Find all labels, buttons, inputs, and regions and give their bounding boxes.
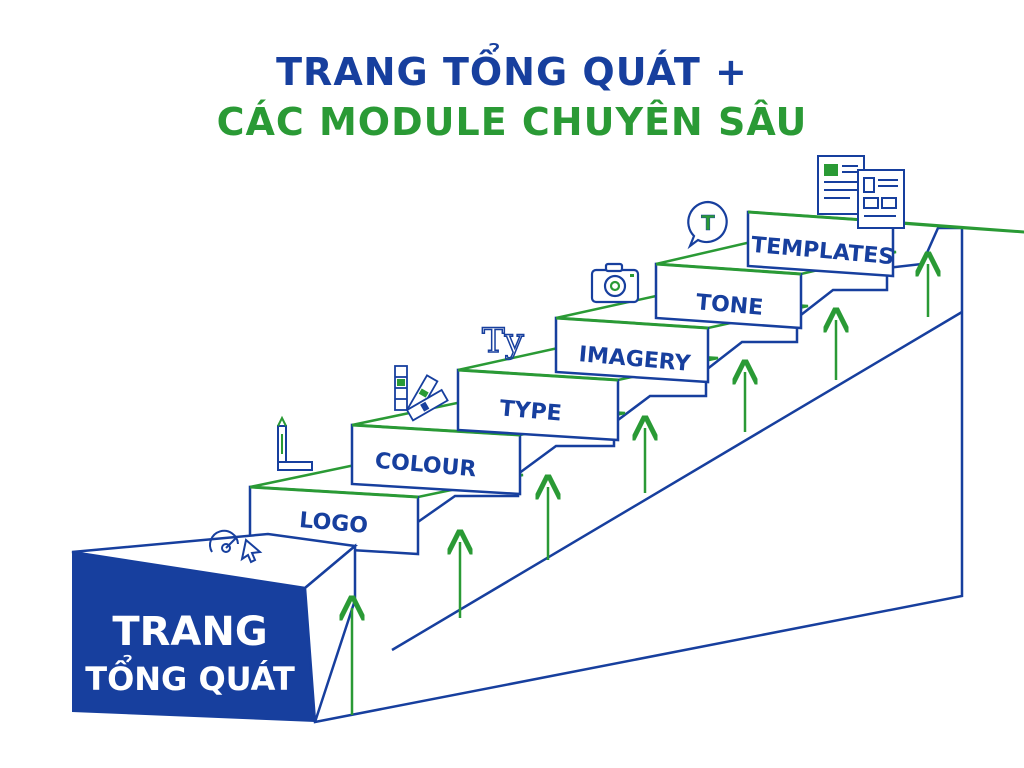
logo-pen-icon bbox=[277, 415, 313, 471]
step-edge bbox=[249, 485, 419, 499]
step-edge bbox=[457, 368, 619, 382]
document-templates-icon bbox=[817, 155, 905, 229]
typography-icon: Ty bbox=[481, 320, 525, 362]
step-label-type: TYPE bbox=[499, 396, 563, 426]
tone-glyph: T bbox=[701, 211, 715, 235]
step-label-tone: TONE bbox=[695, 290, 764, 321]
swatch-palette-icon bbox=[394, 365, 449, 422]
typography-glyph: Ty bbox=[482, 321, 525, 361]
title-line-1: TRANG TỔNG QUÁT + bbox=[276, 50, 748, 94]
title-line-2: CÁC MODULE CHUYÊN SÂU bbox=[216, 100, 808, 144]
speech-bubble-icon: T bbox=[687, 200, 728, 250]
base-block: TRANG TỔNG QUÁT bbox=[71, 532, 358, 723]
base-label-line-1: TRANG bbox=[112, 609, 267, 655]
step-edge bbox=[555, 316, 709, 330]
step-label-logo: LOGO bbox=[298, 508, 369, 539]
step-edge bbox=[655, 262, 802, 276]
camera-icon bbox=[590, 262, 640, 304]
cursor-target-icon bbox=[209, 529, 263, 564]
base-label-line-2: TỔNG QUÁT bbox=[85, 654, 295, 698]
arrows-group bbox=[352, 264, 928, 715]
